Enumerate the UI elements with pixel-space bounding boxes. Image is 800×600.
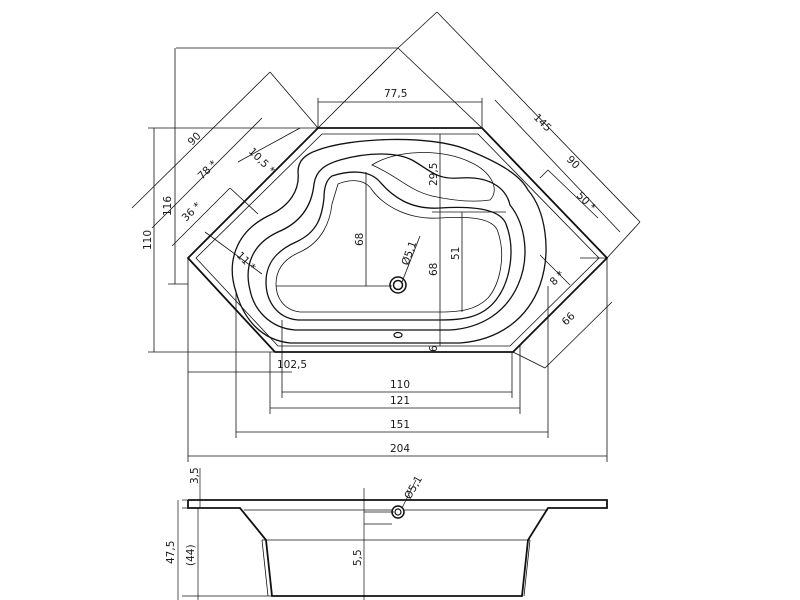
side-overflow-inner xyxy=(394,508,402,516)
dim-36: 36 * xyxy=(180,200,204,224)
drain-inner xyxy=(392,279,404,291)
dim-145: 145 xyxy=(531,112,554,135)
dim-204: 204 xyxy=(390,443,410,455)
dim-151: 151 xyxy=(390,419,410,431)
floor-contour xyxy=(265,171,512,321)
basin-inner-contour xyxy=(247,153,526,331)
overflow-hole xyxy=(393,331,403,339)
side-shell-right xyxy=(523,539,531,597)
dim-110-left: 110 xyxy=(142,230,154,250)
dim-66: 66 xyxy=(560,310,578,328)
side-dimension-lines xyxy=(177,468,417,600)
dim-77-5: 77,5 xyxy=(384,88,407,100)
dim-110-bottom: 110 xyxy=(390,379,410,391)
dim-51: 51 xyxy=(450,247,462,260)
side-dim-5-1: Ø5,1 xyxy=(402,474,425,502)
tub-inner-rim xyxy=(195,133,600,347)
dimension-lines xyxy=(131,11,641,462)
backrest-contour xyxy=(371,152,495,202)
dim-90-right: 90 xyxy=(564,154,582,172)
dim-6: 6 xyxy=(428,345,440,352)
dim-8: 8 * xyxy=(548,269,567,288)
dim-116: 116 xyxy=(162,196,174,216)
basin-outer-contour xyxy=(231,138,547,344)
side-dim-3-5: 3,5 xyxy=(189,467,201,484)
dim-50-right: 50 * xyxy=(574,190,598,214)
dim-68-center: 68 xyxy=(428,263,440,276)
side-dim-44: (44) xyxy=(185,544,197,566)
dim-5-1: Ø5,1 xyxy=(400,239,420,267)
tub-outer-rim xyxy=(186,127,609,353)
dim-102-5: 102,5 xyxy=(277,359,307,371)
dim-68-left: 68 xyxy=(354,233,366,246)
side-shell-left xyxy=(261,539,269,597)
dim-29-5: 29,5 xyxy=(428,163,440,186)
dim-10-5: 10,5 * xyxy=(246,146,277,177)
dim-78: 78 * xyxy=(196,158,220,182)
side-dim-5-5: 5,5 xyxy=(352,549,364,566)
dim-90-left: 90 xyxy=(186,130,204,148)
top-view: 77,5 145 90 50 * 8 * 66 90 78 * 10,5 * 3… xyxy=(131,11,641,462)
side-dim-47-5: 47,5 xyxy=(165,541,177,564)
side-view: 3,5 47,5 (44) Ø5,1 5,5 xyxy=(165,467,608,600)
floor-inner-contour xyxy=(275,180,503,313)
dim-121: 121 xyxy=(390,395,410,407)
